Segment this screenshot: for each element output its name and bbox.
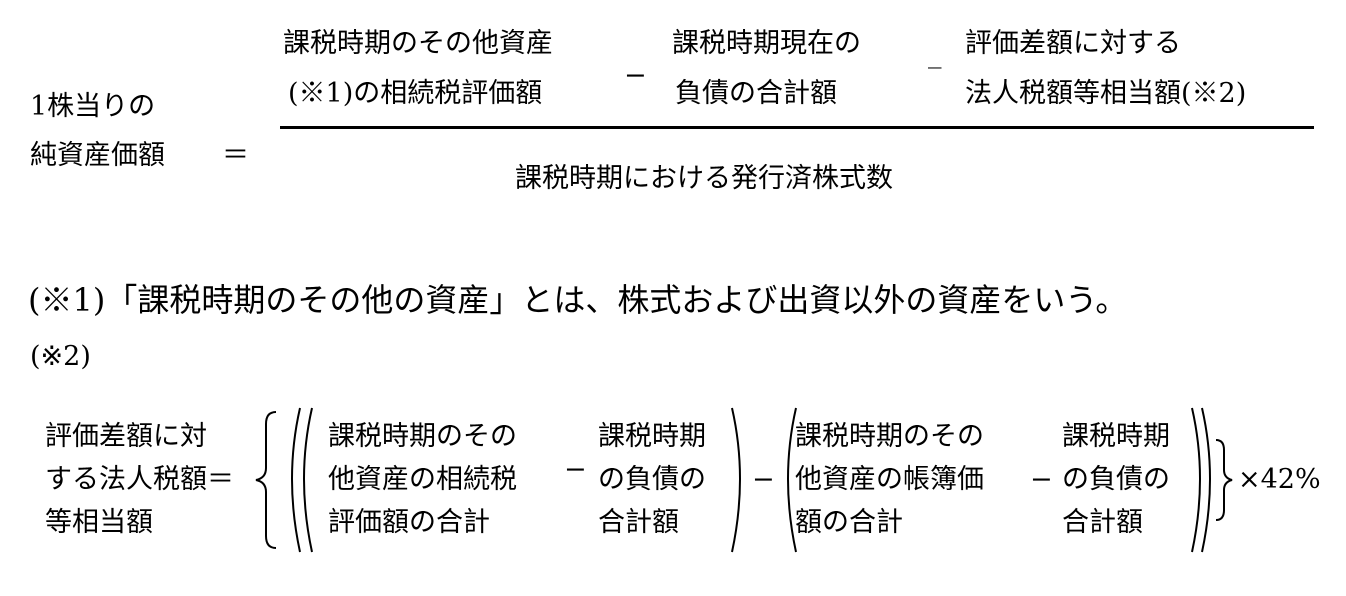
numerator-term1-line2: (※1)の相続税評価額 [288, 78, 543, 109]
g2c2-line2: の負債の [1062, 464, 1170, 495]
g2-minus: − [1030, 464, 1053, 495]
g2c1-line3: 額の合計 [795, 507, 903, 538]
g1c2-line3: 合計額 [598, 507, 679, 538]
left-paren-inner [303, 407, 313, 553]
equals-sign: ＝ [222, 140, 249, 171]
left-paren-outer [291, 407, 301, 553]
lhs-line2: 純資産価額 [30, 140, 165, 171]
minus-sign-1: − [624, 60, 647, 91]
lhs-line1: 1株当りの [30, 91, 156, 122]
fraction-bar [280, 126, 1314, 129]
numerator-term3-line1: 評価差額に対する [965, 28, 1181, 59]
left-paren-2 [787, 407, 797, 553]
numerator-term2-line1: 課税時期現在の [672, 28, 861, 59]
lhs-line1: 評価差額に対 [45, 421, 207, 452]
g2c1-line2: 他資産の帳簿価 [795, 464, 984, 495]
g1c1-line2: 他資産の相続税 [328, 464, 517, 495]
right-curly-brace [1215, 439, 1233, 521]
left-curly-brace [255, 411, 277, 549]
lhs-line2: する法人税額＝ [45, 464, 234, 495]
g1c2-line2: の負債の [598, 464, 706, 495]
note-2-label: (※2) [30, 341, 91, 372]
g1c2-line1: 課税時期 [598, 421, 706, 452]
lhs-line3: 等相当額 [45, 507, 153, 538]
g2c2-line1: 課税時期 [1062, 421, 1170, 452]
denominator: 課税時期における発行済株式数 [515, 163, 893, 194]
right-paren-outer [1201, 407, 1211, 553]
g1c1-line3: 評価額の合計 [328, 507, 490, 538]
right-paren-inner [1191, 407, 1201, 553]
right-paren-1 [731, 407, 741, 553]
between-minus: − [752, 464, 775, 495]
g2c1-line1: 課税時期のその [795, 421, 984, 452]
numerator-term3-line2: 法人税額等相当額(※2) [965, 78, 1247, 109]
multiplier: ×42% [1238, 464, 1321, 495]
g2c2-line3: 合計額 [1062, 507, 1143, 538]
minus-sign-2: _ [928, 38, 942, 69]
numerator-term1-line1: 課税時期のその他資産 [283, 28, 553, 59]
note-1: (※1)「課税時期のその他の資産」とは、株式および出資以外の資産をいう。 [28, 281, 1128, 319]
g1-minus: − [564, 454, 587, 485]
numerator-term2-line2: 負債の合計額 [675, 78, 837, 109]
g1c1-line1: 課税時期のその [328, 421, 517, 452]
